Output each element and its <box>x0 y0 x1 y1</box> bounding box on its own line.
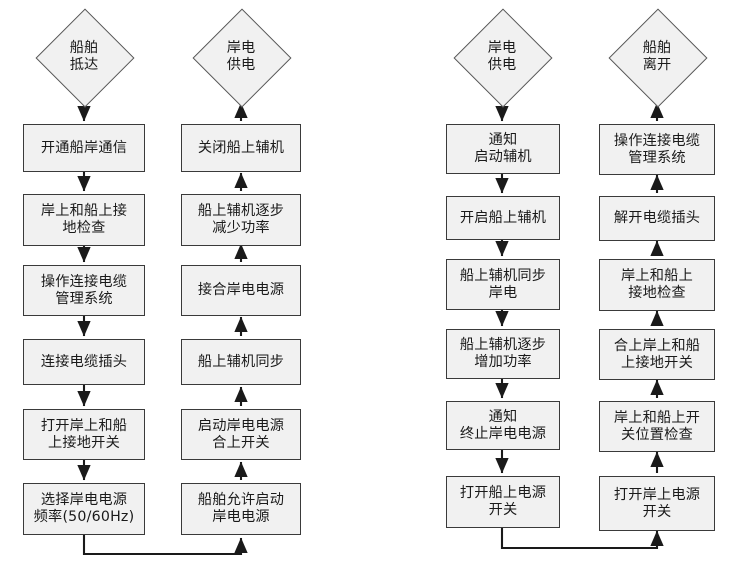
col4-start-label: 船舶 离开 <box>642 39 672 73</box>
col1-step-1-label: 开通船岸通信 <box>40 139 128 156</box>
col1-step-6-label: 选择岸电电源 频率(50/60Hz) <box>33 492 135 525</box>
col4-step-6[interactable]: 打开岸上电源 开关 <box>599 476 715 531</box>
col1-step-1[interactable]: 开通船岸通信 <box>23 124 145 172</box>
col1-step-2[interactable]: 岸上和船上接 地检查 <box>23 194 145 246</box>
col1-step-4[interactable]: 连接电缆插头 <box>23 339 145 385</box>
col2-step-5-label: 启动岸电电源 合上开关 <box>197 417 285 451</box>
col3-step-4[interactable]: 船上辅机逐步 增加功率 <box>446 329 560 379</box>
col4-step-1[interactable]: 操作连接电缆 管理系统 <box>599 124 715 175</box>
col3-start-diamond[interactable]: 岸电 供电 <box>453 8 553 108</box>
col3-start-label: 岸电 供电 <box>487 39 517 73</box>
col3-step-6-label: 打开船上电源 开关 <box>459 485 547 518</box>
col4-step-5[interactable]: 岸上和船上开 关位置检查 <box>599 401 715 452</box>
col2-step-3-label: 接合岸电电源 <box>197 282 285 299</box>
col4-step-4-label: 合上岸上和船 上接地开关 <box>613 337 701 371</box>
col1-step-3[interactable]: 操作连接电缆 管理系统 <box>23 265 145 316</box>
col4-step-3[interactable]: 岸上和船上 接地检查 <box>599 259 715 311</box>
col4-step-2-label: 解开电缆插头 <box>613 210 701 227</box>
col3-step-3[interactable]: 船上辅机同步 岸电 <box>446 259 560 310</box>
col3-step-5-label: 通知 终止岸电电源 <box>459 408 547 442</box>
col2-step-2-label: 船上辅机逐步 减少功率 <box>197 203 285 236</box>
col4-start-diamond[interactable]: 船舶 离开 <box>608 8 708 108</box>
col3-step-2-label: 开启船上辅机 <box>459 209 547 226</box>
cross-connector-left <box>82 535 248 556</box>
col1-start-diamond[interactable]: 船舶 抵达 <box>35 8 135 108</box>
col2-step-3[interactable]: 接合岸电电源 <box>181 265 301 316</box>
col2-step-4-label: 船上辅机同步 <box>197 353 285 370</box>
col1-step-3-label: 操作连接电缆 管理系统 <box>40 273 128 307</box>
col1-step-2-label: 岸上和船上接 地检查 <box>40 203 128 236</box>
col3-step-4-label: 船上辅机逐步 增加功率 <box>459 337 547 370</box>
col2-start-label: 岸电 供电 <box>226 39 256 73</box>
col3-step-1[interactable]: 通知 启动辅机 <box>446 124 560 174</box>
col4-step-1-label: 操作连接电缆 管理系统 <box>613 132 701 166</box>
col2-start-diamond[interactable]: 岸电 供电 <box>192 8 292 108</box>
col1-start-label: 船舶 抵达 <box>69 39 99 73</box>
col1-step-6[interactable]: 选择岸电电源 频率(50/60Hz) <box>23 483 145 535</box>
col2-step-2[interactable]: 船上辅机逐步 减少功率 <box>181 194 301 246</box>
col4-step-5-label: 岸上和船上开 关位置检查 <box>613 409 701 443</box>
col4-step-4[interactable]: 合上岸上和船 上接地开关 <box>599 329 715 380</box>
col3-step-1-label: 通知 启动辅机 <box>474 132 532 165</box>
col1-step-5[interactable]: 打开岸上和船 上接地开关 <box>23 409 145 460</box>
col4-step-3-label: 岸上和船上 接地检查 <box>621 268 693 301</box>
col2-step-1-label: 关闭船上辅机 <box>197 139 285 156</box>
col2-step-1[interactable]: 关闭船上辅机 <box>181 124 301 172</box>
col3-step-3-label: 船上辅机同步 岸电 <box>459 267 547 301</box>
col1-step-4-label: 连接电缆插头 <box>40 353 128 370</box>
col3-step-6[interactable]: 打开船上电源 开关 <box>446 476 560 528</box>
col2-step-6-label: 船舶允许启动 岸电电源 <box>197 492 285 525</box>
cross-connector-right <box>500 528 664 550</box>
col1-step-5-label: 打开岸上和船 上接地开关 <box>40 417 128 451</box>
col2-step-4[interactable]: 船上辅机同步 <box>181 339 301 385</box>
col3-step-2[interactable]: 开启船上辅机 <box>446 196 560 240</box>
col2-step-6[interactable]: 船舶允许启动 岸电电源 <box>181 483 301 535</box>
col4-step-6-label: 打开岸上电源 开关 <box>613 486 701 520</box>
col4-step-2[interactable]: 解开电缆插头 <box>599 196 715 241</box>
col2-step-5[interactable]: 启动岸电电源 合上开关 <box>181 409 301 460</box>
col3-step-5[interactable]: 通知 终止岸电电源 <box>446 401 560 450</box>
